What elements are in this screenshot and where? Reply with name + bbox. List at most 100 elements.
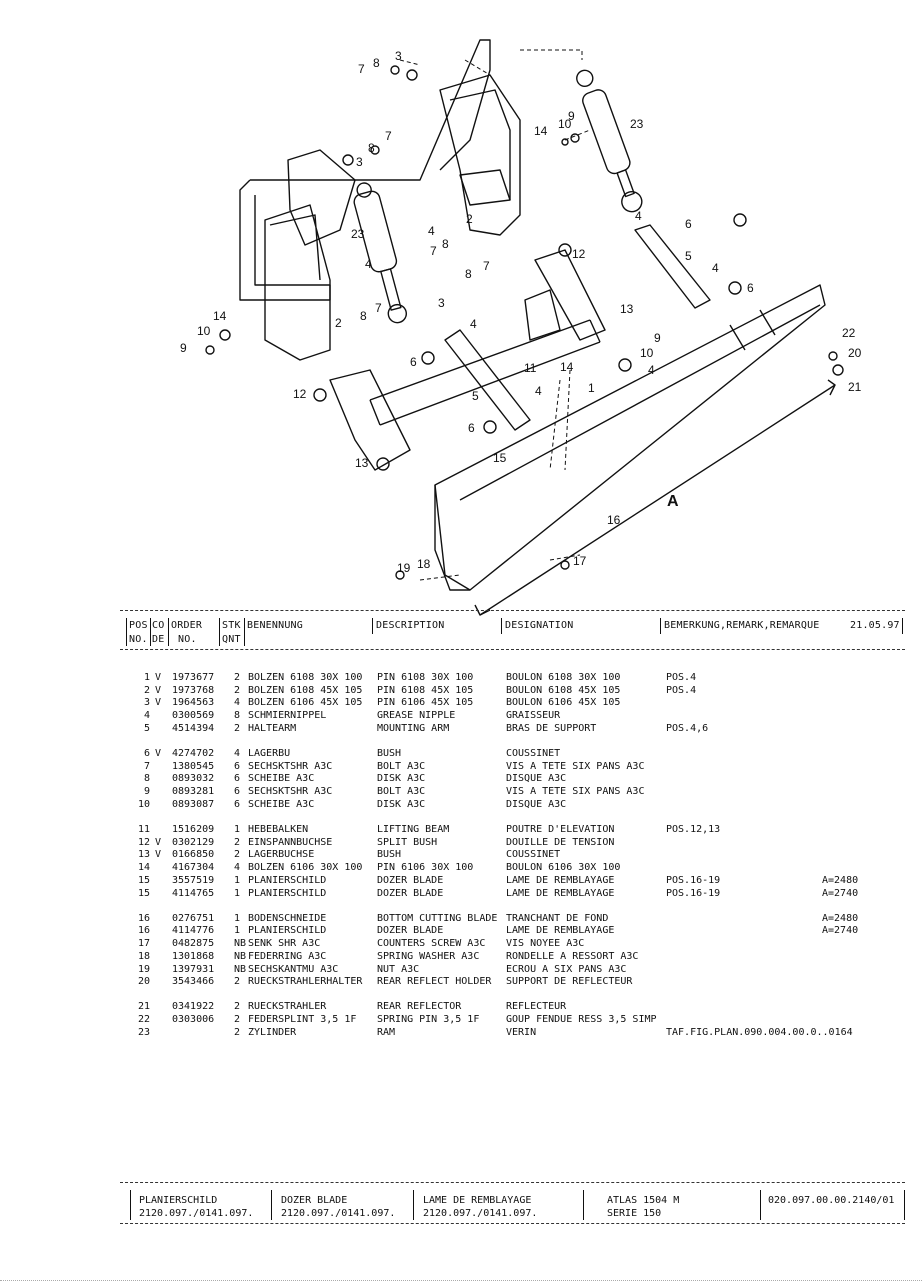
cell-quantity: 2: [234, 1001, 241, 1013]
header-order-no: NO.: [178, 634, 197, 645]
cell-remark: POS.4,6: [666, 722, 709, 734]
footer-divider: [583, 1190, 584, 1220]
cell-dimension: A=2740: [822, 925, 859, 937]
cell-designation: BOULON 6108 30X 100: [506, 672, 621, 683]
footer-de-code: 2120.097./0141.097.: [139, 1208, 254, 1219]
cell-description: REAR REFLECTOR: [377, 1001, 462, 1013]
cell-designation: BOULON 6106 30X 100: [506, 862, 621, 874]
dozer-blade: [434, 284, 826, 591]
callout-23b: 23: [351, 227, 365, 241]
callout-6d: 6: [468, 421, 475, 435]
cell-quantity: 6: [234, 773, 241, 785]
callout-4b: 4: [365, 257, 372, 271]
cell-pos: 22: [137, 1014, 150, 1026]
header-order: ORDER: [171, 620, 203, 631]
footer-divider: [271, 1190, 272, 1220]
callout-2b: 2: [335, 316, 342, 330]
cell-quantity: 4: [234, 697, 241, 709]
cell-benennung: ZYLINDER: [248, 1026, 297, 1038]
header-divider: [244, 618, 245, 646]
callout-9c: 9: [654, 331, 661, 345]
callout-8e: 8: [360, 309, 367, 323]
cell-order-no: 1973677: [172, 672, 215, 683]
cell-benennung: SECHSKTSHR A3C: [248, 760, 333, 772]
callout-12a: 12: [572, 247, 586, 261]
cell-quantity: 1: [234, 874, 241, 886]
footer-en-code: 2120.097./0141.097.: [281, 1208, 396, 1219]
cell-designation: BOULON 6108 45X 105: [506, 684, 621, 696]
callout-4f: 4: [648, 363, 655, 377]
cell-pos: 13: [137, 849, 150, 861]
cell-designation: COUSSINET: [506, 849, 561, 861]
callout-10b: 10: [197, 324, 211, 338]
cell-benennung: SCHEIBE A3C: [248, 773, 315, 785]
page-edge-rule: [0, 1280, 922, 1281]
header-no: NO.: [129, 634, 148, 645]
header-divider: [501, 618, 502, 634]
cell-description: PIN 6106 45X 105: [377, 697, 474, 709]
callout-7e: 7: [375, 301, 382, 315]
callout-13b: 13: [355, 456, 369, 470]
cell-order-no: 4167304: [172, 862, 215, 874]
cell-order-no: 4114765: [172, 887, 215, 899]
callout-5a: 5: [685, 249, 692, 263]
cell-pos: 15: [137, 874, 150, 886]
cell-designation: VIS A TETE SIX PANS A3C: [506, 760, 645, 772]
cell-co: V: [155, 836, 162, 848]
header-divider: [126, 618, 127, 646]
header-divider: [660, 618, 661, 634]
cell-pos: 6: [143, 748, 150, 759]
cell-benennung: RUECKSTRAHLER: [248, 1001, 327, 1013]
cell-order-no: 0341922: [172, 1001, 215, 1013]
callout-4a: 4: [428, 224, 435, 238]
callout-21: 21: [848, 380, 862, 394]
callout-11: 11: [524, 361, 537, 375]
cell-co: V: [155, 697, 162, 709]
callout-8d: 8: [465, 267, 472, 281]
cell-benennung: BOLZEN 6106 45X 105: [248, 697, 363, 709]
cell-description: GREASE NIPPLE: [377, 710, 456, 722]
cell-order-no: 0302129: [172, 836, 215, 848]
header-remark: BEMERKUNG,REMARK,REMARQUE: [664, 620, 820, 631]
cell-co: V: [155, 672, 162, 683]
footer-model: ATLAS 1504 M: [607, 1195, 680, 1206]
callout-2a: 2: [466, 212, 473, 226]
cell-description: PIN 6108 45X 105: [377, 684, 474, 696]
cell-co: V: [155, 748, 162, 759]
header-co: CO: [152, 620, 165, 631]
callout-6c: 6: [410, 355, 417, 369]
cell-order-no: 0303006: [172, 1014, 215, 1026]
cell-description: DISK A3C: [377, 798, 426, 810]
cell-co: V: [155, 684, 162, 696]
cell-benennung: LAGERBUCHSE: [248, 849, 315, 861]
cell-order-no: 0893032: [172, 773, 215, 785]
cell-pos: 7: [143, 760, 150, 772]
cell-description: DOZER BLADE: [377, 887, 444, 899]
callout-14c: 14: [560, 360, 574, 374]
header-divider: [902, 618, 903, 634]
cell-benennung: HALTEARM: [248, 722, 297, 734]
cell-description: BOLT A3C: [377, 760, 426, 772]
cell-order-no: 0300569: [172, 710, 215, 722]
cell-benennung: EINSPANNBUCHSE: [248, 836, 333, 848]
cell-description: BOLT A3C: [377, 786, 426, 798]
footer-fr-title: LAME DE REMBLAYAGE: [423, 1195, 532, 1206]
cell-pos: 17: [137, 938, 150, 950]
cell-quantity: 2: [234, 849, 241, 861]
callout-7c: 7: [430, 244, 437, 258]
footer-bottom-rule: [120, 1223, 905, 1224]
callout-17: 17: [573, 554, 587, 568]
cell-order-no: 1301868: [172, 950, 215, 962]
cell-benennung: SENK SHR A3C: [248, 938, 321, 950]
cell-designation: DOUILLE DE TENSION: [506, 836, 615, 848]
footer-divider: [760, 1190, 761, 1220]
cell-designation: BOULON 6106 45X 105: [506, 697, 621, 709]
cell-quantity: 4: [234, 748, 241, 759]
cell-remark: TAF.FIG.PLAN.090.004.00.0..0164: [666, 1026, 853, 1038]
beam-bracket-center: [524, 289, 561, 341]
dimension-a: A: [667, 493, 679, 510]
cell-pos: 12: [137, 836, 150, 848]
cell-quantity: 1: [234, 824, 241, 835]
cell-description: COUNTERS SCREW A3C: [377, 938, 486, 950]
callout-14a: 14: [534, 124, 548, 138]
